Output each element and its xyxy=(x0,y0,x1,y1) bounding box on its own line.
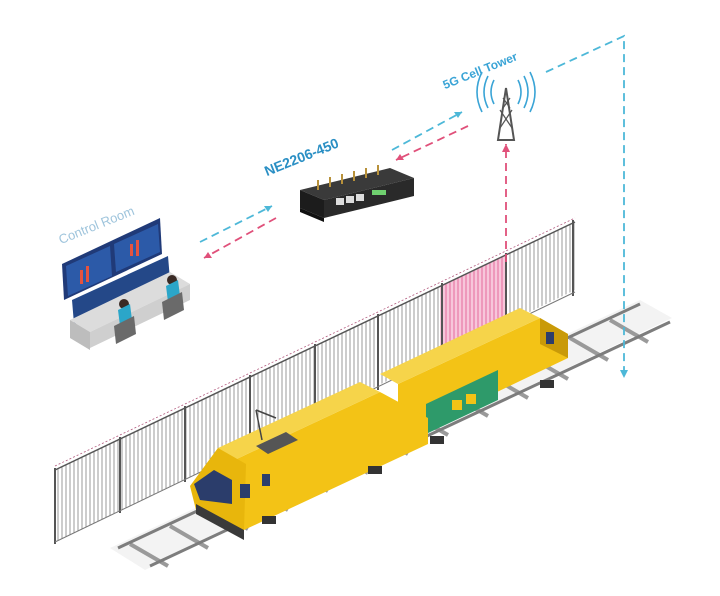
cell-tower-icon xyxy=(476,71,536,141)
train-icon xyxy=(190,308,568,540)
signal-arrowheads xyxy=(204,112,628,378)
fence-icon xyxy=(54,217,576,544)
signal-links xyxy=(199,34,625,376)
control-room-screens-icon xyxy=(62,218,170,324)
operator-icon xyxy=(114,275,184,344)
router-icon xyxy=(300,165,414,222)
